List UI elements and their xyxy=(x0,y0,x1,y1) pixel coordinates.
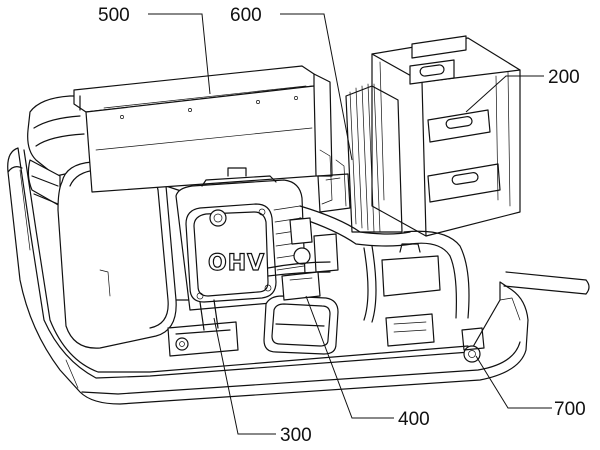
base-tray xyxy=(7,147,529,405)
component-400-module xyxy=(263,271,339,355)
label-600: 600 xyxy=(230,5,262,26)
label-700: 700 xyxy=(554,399,586,420)
component-600-piping xyxy=(267,149,413,277)
component-200-controller xyxy=(345,35,521,237)
component-700-bolt xyxy=(461,327,485,363)
leader-500 xyxy=(148,13,211,95)
leader-700 xyxy=(475,355,552,409)
heatsink-fins xyxy=(345,83,403,233)
hose xyxy=(363,230,470,323)
engine-block: OHV xyxy=(175,167,307,311)
top-box-screws xyxy=(120,96,298,119)
part-labels: 500 600 200 300 400 700 xyxy=(98,5,586,446)
leader-600 xyxy=(280,13,353,161)
lower-right-box xyxy=(381,243,441,347)
label-400: 400 xyxy=(398,409,430,430)
side-pipe xyxy=(503,271,590,295)
leader-200 xyxy=(465,75,544,113)
label-300: 300 xyxy=(280,425,312,446)
leader-400 xyxy=(305,295,394,419)
engine-logo-text: OHV xyxy=(208,251,265,276)
leader-lines xyxy=(148,13,552,435)
bracket-slots xyxy=(409,59,501,203)
component-500-top-box xyxy=(73,65,333,193)
leader-300 xyxy=(213,317,276,435)
left-housing xyxy=(27,95,93,207)
label-200: 200 xyxy=(548,67,580,88)
label-500: 500 xyxy=(98,5,130,26)
